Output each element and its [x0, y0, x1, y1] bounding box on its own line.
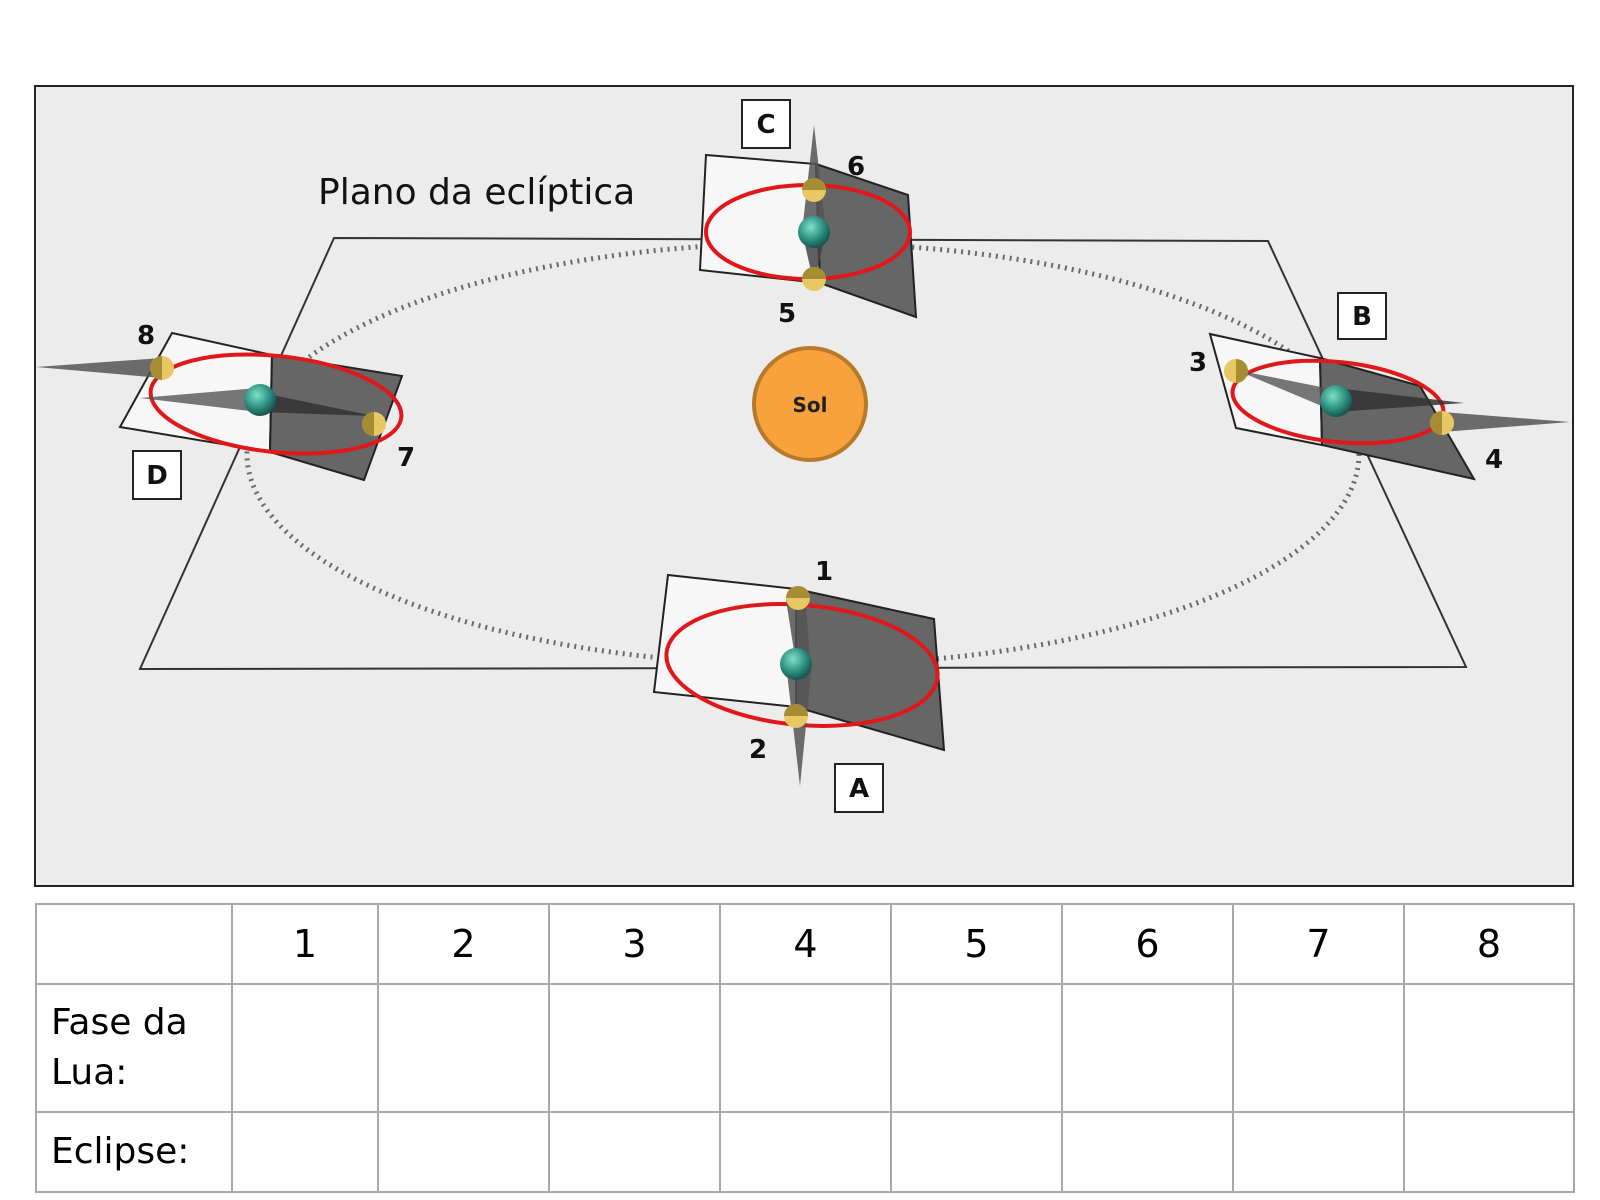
ecliptic-diagram: Plano da eclíptica Sol C 6 5 B — [34, 85, 1574, 887]
phase-cell-8[interactable] — [1403, 983, 1575, 1113]
eclipse-cell-3[interactable] — [548, 1111, 721, 1193]
moon-label-3: 3 — [1189, 348, 1207, 378]
header-5: 5 — [890, 903, 1063, 985]
header-8: 8 — [1403, 903, 1575, 985]
header-7: 7 — [1232, 903, 1405, 985]
eclipse-cell-1[interactable] — [231, 1111, 379, 1193]
sun-label: Sol — [793, 393, 828, 417]
orbit-plane-b-dark — [1318, 356, 1477, 481]
row-label-phase: Fase da Lua: — [35, 983, 233, 1113]
position-box-a — [834, 763, 884, 813]
shadow-d-far — [258, 392, 374, 416]
header-4: 4 — [719, 903, 892, 985]
shadow-b-far — [1336, 388, 1464, 412]
position-box-b — [1337, 292, 1387, 340]
phase-cell-6[interactable] — [1061, 983, 1234, 1113]
orbit-plane-a-light — [652, 573, 797, 709]
row-label-eclipse: Eclipse: — [35, 1111, 233, 1193]
moon-label-7: 7 — [397, 443, 415, 473]
earth-a — [780, 648, 812, 680]
phase-cell-3[interactable] — [548, 983, 721, 1113]
position-letter-a: A — [849, 774, 869, 804]
eclipse-cell-4[interactable] — [719, 1111, 892, 1193]
shadow-b-near — [1236, 370, 1336, 412]
eclipse-cell-2[interactable] — [377, 1111, 550, 1193]
phase-cell-1[interactable] — [231, 983, 379, 1113]
position-d: D 8 7 — [36, 321, 415, 500]
moon-label-2: 2 — [749, 735, 767, 765]
phase-cell-4[interactable] — [719, 983, 892, 1113]
position-box-c — [741, 99, 791, 149]
phase-cell-2[interactable] — [377, 983, 550, 1113]
position-letter-c: C — [756, 110, 775, 140]
ecliptic-plane-label: Plano da eclíptica — [318, 172, 635, 213]
shadow-b-moon — [1442, 412, 1570, 432]
eclipse-cell-8[interactable] — [1403, 1111, 1575, 1193]
orbit-plane-c-light — [698, 153, 822, 285]
earth-b — [1320, 385, 1352, 417]
moon-label-6: 6 — [847, 152, 865, 182]
earth-c — [798, 216, 830, 248]
shadow-d-earth — [140, 388, 258, 412]
moon-orbit-d — [148, 352, 404, 456]
sun: Sol — [752, 346, 868, 462]
ecliptic-plane — [138, 236, 1468, 671]
header-empty — [35, 903, 233, 985]
shadow-d-moon — [36, 358, 162, 378]
table-row-phase: Fase da Lua: — [35, 983, 1575, 1113]
moon-label-4: 4 — [1485, 445, 1503, 475]
eclipse-cell-6[interactable] — [1061, 1111, 1234, 1193]
phase-cell-7[interactable] — [1232, 983, 1405, 1113]
header-2: 2 — [377, 903, 550, 985]
position-box-d — [132, 450, 182, 500]
position-c: C 6 5 — [698, 99, 918, 329]
position-letter-d: D — [146, 461, 168, 491]
table-row-eclipse: Eclipse: — [35, 1111, 1575, 1193]
header-6: 6 — [1061, 903, 1234, 985]
shadow-a-top — [786, 600, 810, 664]
orbit-plane-d-dark — [268, 353, 404, 482]
moon-label-8: 8 — [137, 321, 155, 351]
position-b: B 3 4 — [1189, 292, 1570, 481]
eclipse-cell-7[interactable] — [1232, 1111, 1405, 1193]
position-letter-b: B — [1352, 302, 1372, 332]
table-header-row: 1 2 3 4 5 6 7 8 — [35, 903, 1575, 985]
header-3: 3 — [548, 903, 721, 985]
moon-label-5: 5 — [778, 299, 796, 329]
phase-cell-5[interactable] — [890, 983, 1063, 1113]
header-1: 1 — [231, 903, 379, 985]
earth-d — [244, 384, 276, 416]
answer-table: 1 2 3 4 5 6 7 8 Fase da Lua: Eclipse: — [35, 903, 1575, 1193]
position-a: A 1 2 — [652, 557, 946, 813]
eclipse-cell-5[interactable] — [890, 1111, 1063, 1193]
moon-label-1: 1 — [815, 557, 833, 587]
